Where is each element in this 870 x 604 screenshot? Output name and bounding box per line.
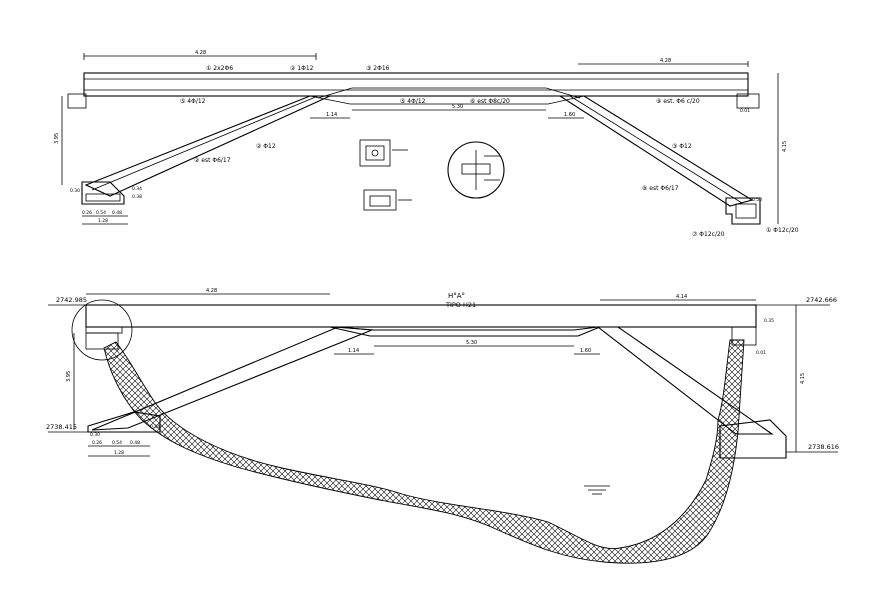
detail-section-b bbox=[363, 189, 412, 211]
bridge-elevation: H°A° TIPO H21 2742.985 2742.666 2738.415… bbox=[46, 288, 839, 564]
bar-label-7: ⑨ est. Φ6 c/20 bbox=[656, 98, 700, 105]
elev-top-right: 2742.666 bbox=[806, 296, 837, 304]
top-dim-050: 0.50 bbox=[752, 197, 762, 203]
left-strut bbox=[84, 95, 331, 197]
elevation-title-tipo: TIPO H21 bbox=[445, 301, 476, 309]
top-dim-048: 0.48 bbox=[112, 210, 122, 216]
top-dim-026: 0.26 bbox=[82, 210, 92, 216]
right-footing bbox=[725, 197, 761, 225]
elev-span-right: 4.14 bbox=[676, 294, 687, 300]
elev-dim-530: 5.30 bbox=[466, 340, 477, 346]
bar-label-13: ① Φ12c/20 bbox=[766, 227, 799, 234]
detail-circle bbox=[447, 141, 505, 199]
bar-label-6: ⑥ est Φ8c/20 bbox=[470, 98, 510, 105]
elevation-left-seat bbox=[85, 332, 119, 350]
elev-dim-054: 0.54 bbox=[112, 440, 122, 446]
bar-label-11: ⑧ est Φ6/17 bbox=[642, 185, 679, 192]
top-dim-395: 3.95 bbox=[54, 133, 60, 144]
top-dim-415: 4.15 bbox=[782, 141, 788, 152]
elev-dim-034: 0.34 bbox=[150, 424, 160, 430]
right-abutment-seat bbox=[736, 93, 760, 109]
elevation-right-strut bbox=[596, 326, 774, 435]
top-dim-160: 1.60 bbox=[564, 112, 575, 118]
elev-span-left: 4.28 bbox=[206, 288, 217, 294]
detail-section-a bbox=[359, 139, 408, 167]
elev-dim-048: 0.48 bbox=[130, 440, 140, 446]
terrain-profile bbox=[103, 339, 745, 564]
bar-label-9: ② est Φ6/17 bbox=[194, 157, 231, 164]
bar-label-12: ⑦ Φ12c/20 bbox=[692, 231, 725, 238]
elev-bot-left: 2738.415 bbox=[46, 423, 77, 431]
elev-top-left: 2742.985 bbox=[56, 296, 87, 304]
detail-callout-circle bbox=[71, 299, 133, 361]
top-dim-128: 1.28 bbox=[98, 218, 108, 224]
bar-label-8: ② Φ12 bbox=[256, 143, 276, 150]
left-footing bbox=[81, 181, 125, 205]
elevation-title-h: H°A° bbox=[448, 292, 465, 300]
top-dim-034: 0.34 bbox=[132, 186, 142, 192]
bar-label-4: ⑤ 4Φ/12 bbox=[180, 98, 206, 105]
top-dim-054: 0.54 bbox=[96, 210, 106, 216]
bar-label-3: ③ 2Φ16 bbox=[366, 65, 390, 72]
left-abutment-seat bbox=[67, 93, 87, 109]
top-span-left: 4.28 bbox=[195, 50, 206, 56]
elev-dim-395: 3.95 bbox=[66, 371, 72, 382]
top-dim-114: 1.14 bbox=[326, 112, 337, 118]
elev-dim-128: 1.28 bbox=[114, 450, 124, 456]
top-dim-030: 0.30 bbox=[70, 188, 80, 194]
bar-label-10: ③ Φ12 bbox=[672, 143, 692, 150]
elev-dim-160: 1.60 bbox=[580, 348, 591, 354]
top-dim-001: 0.01 bbox=[740, 108, 750, 114]
top-span-right: 4.28 bbox=[660, 58, 671, 64]
reinforcement-elevation: 4.28 4.28 ① 2x2Φ6 ② 1Φ12 ③ 2Φ16 ⑤ 4Φ/12 … bbox=[54, 50, 799, 238]
deck-slab bbox=[83, 72, 749, 97]
elev-dim-035: 0.35 bbox=[764, 318, 774, 324]
elev-dim-026: 0.26 bbox=[92, 440, 102, 446]
elev-bot-right: 2738.616 bbox=[808, 443, 839, 451]
elev-dim-114: 1.14 bbox=[348, 348, 359, 354]
bar-label-5: ⑤ 4Φ/12 bbox=[400, 98, 426, 105]
elev-dim-030: 0.30 bbox=[90, 432, 100, 438]
top-dim-038: 0.38 bbox=[132, 194, 142, 200]
right-strut bbox=[558, 95, 754, 207]
elev-dim-415: 4.15 bbox=[800, 373, 806, 384]
top-dim-530: 5.30 bbox=[452, 104, 463, 110]
bar-label-2: ② 1Φ12 bbox=[290, 65, 314, 72]
bar-label-1: ① 2x2Φ6 bbox=[206, 65, 233, 72]
elevation-left-strut bbox=[91, 326, 373, 431]
elev-dim-001: 0.01 bbox=[756, 350, 766, 356]
elevation-deck bbox=[85, 304, 757, 328]
